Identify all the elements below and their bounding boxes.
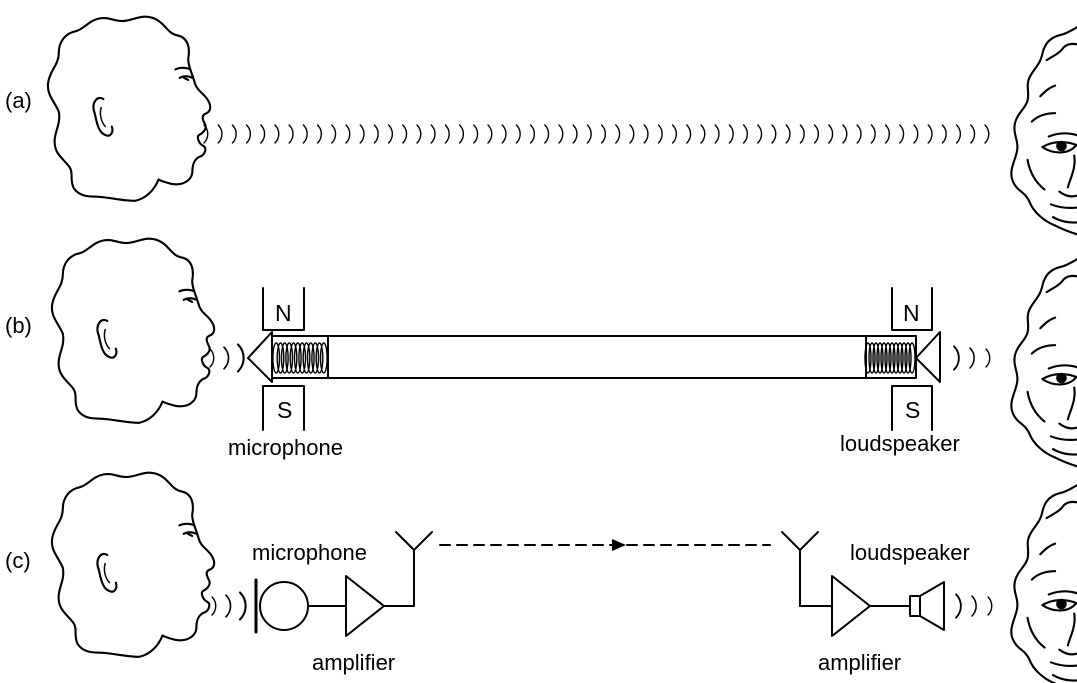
sound-wave-icon: [203, 124, 990, 144]
panel-b: (b) N S microphone: [5, 237, 1077, 470]
speaker-head-icon: [50, 471, 216, 658]
sound-wave-icon: [953, 345, 991, 371]
loudspeaker-icon: [865, 331, 941, 383]
loudspeaker-label: loudspeaker: [850, 540, 970, 565]
sound-wave-icon: [211, 591, 247, 621]
magnet-north-label: N: [903, 300, 920, 326]
panel-a-tag: (a): [5, 88, 32, 113]
panel-a: (a): [5, 15, 1077, 238]
microphone-icon: [254, 578, 347, 634]
loudspeaker-label: loudspeaker: [840, 431, 960, 456]
magnet-south-label: S: [277, 397, 292, 423]
amplifier-right-label: amplifier: [818, 650, 901, 675]
microphone-icon: [247, 331, 329, 383]
microphone-label: microphone: [252, 540, 367, 565]
sound-wave-icon: [209, 343, 245, 373]
cable: [327, 335, 867, 379]
panel-c: (c) microphone amplifier: [5, 471, 1077, 683]
magnet-icon: N S: [262, 287, 305, 431]
amplifier-icon: [345, 575, 415, 637]
coil-icon: [864, 342, 916, 374]
amplifier-icon: [831, 575, 911, 637]
microphone-label: microphone: [228, 435, 343, 460]
coil-icon: [272, 342, 328, 374]
speaker-head-icon: [46, 15, 212, 202]
speaker-head-icon: [50, 237, 216, 424]
antenna-icon: [781, 531, 833, 607]
antenna-icon: [395, 531, 433, 607]
magnet-icon: N S: [891, 287, 933, 431]
radio-link: [439, 539, 771, 551]
sound-wave-icon: [955, 593, 993, 619]
arrow-icon: [612, 539, 626, 551]
panel-b-tag: (b): [5, 313, 32, 338]
loudspeaker-icon: [909, 581, 945, 631]
panel-c-tag: (c): [5, 548, 31, 573]
magnet-south-label: S: [905, 397, 920, 423]
listener-face-icon: [1010, 23, 1077, 238]
listener-face-icon: [1010, 481, 1077, 683]
magnet-north-label: N: [275, 300, 292, 326]
listener-face-icon: [1010, 255, 1077, 470]
amplifier-left-label: amplifier: [312, 650, 395, 675]
